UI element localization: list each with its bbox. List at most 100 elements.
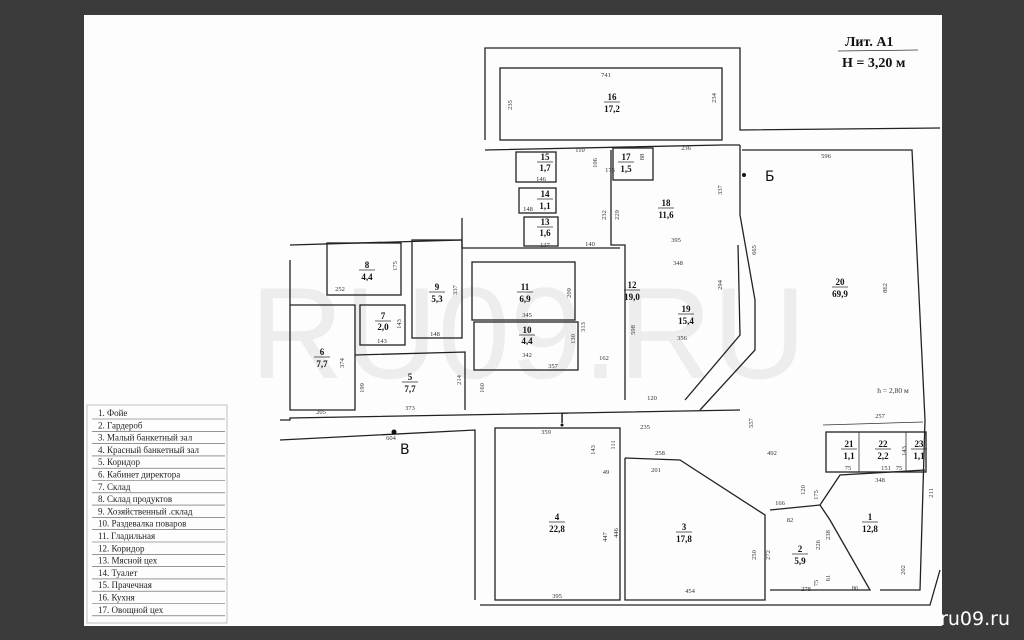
- dimension-label: 211: [928, 488, 935, 498]
- room-area: 2,2: [877, 451, 889, 461]
- dimension-label: 278: [801, 586, 811, 593]
- room-area: 1,6: [539, 228, 551, 238]
- room-number: 6: [320, 347, 325, 357]
- room-area: 4,4: [521, 336, 533, 346]
- room-15: 151,7: [537, 152, 553, 173]
- lit-label: Лит. А1: [845, 35, 893, 50]
- room-number: 17: [622, 152, 632, 162]
- dimension-label: 229: [614, 210, 621, 220]
- room-number: 21: [845, 439, 855, 449]
- room-number: 2: [798, 544, 803, 554]
- dimension-label: 148: [430, 331, 440, 338]
- dimension-label: 374: [339, 357, 346, 368]
- room-area: 17,2: [604, 104, 620, 114]
- room-10: 104,4: [519, 325, 535, 346]
- room-number: 9: [435, 282, 440, 292]
- room-21: 211,1: [841, 439, 857, 461]
- dimension-label: 75: [896, 465, 903, 472]
- dimension-label: 557: [748, 417, 755, 428]
- dimension-label: 82: [787, 517, 794, 524]
- dimension-label: 130: [570, 334, 577, 344]
- dimension-label: 234: [711, 92, 718, 103]
- dimension-label: 294: [717, 279, 724, 290]
- dimension-label: 175: [392, 261, 399, 271]
- room-area: 5,3: [431, 294, 443, 304]
- dimension-label: 359: [541, 429, 551, 436]
- room-number: 8: [365, 260, 370, 270]
- dimension-label: 111: [610, 440, 617, 449]
- dimension-label: 175: [813, 490, 820, 500]
- dimension-label: 75: [813, 580, 820, 587]
- dimension-label: 143: [901, 446, 908, 456]
- room-area: 4,4: [361, 272, 373, 282]
- room-number: 23: [915, 439, 925, 449]
- legend-item: 10. Раздевалка поваров: [98, 519, 186, 529]
- room-area: 7,7: [404, 384, 416, 394]
- room-2: 25,9: [792, 544, 808, 566]
- dimension-label: 162: [599, 355, 609, 362]
- dimension-label: 356: [677, 335, 688, 342]
- dimension-label: 862: [882, 283, 889, 293]
- room-23: 231,1: [911, 439, 927, 461]
- dimension-label: 395: [671, 237, 681, 244]
- legend-item: 16. Кухня: [98, 593, 135, 603]
- dimension-label: 236: [681, 145, 692, 152]
- room-number: 1: [868, 512, 873, 522]
- room-number: 7: [381, 311, 386, 321]
- room-5: 57,7: [402, 372, 418, 394]
- room-area: 22,8: [549, 524, 565, 534]
- room-area: 7,7: [316, 359, 328, 369]
- dimension-label: 235: [640, 424, 650, 431]
- dimension-label: 226: [815, 539, 822, 550]
- room-number: 4: [555, 512, 560, 522]
- height-label: Н = 3,20 м: [842, 56, 906, 71]
- dimension-label: 348: [875, 477, 885, 484]
- legend-item: 17. Овощной цех: [98, 605, 164, 615]
- legend-item: 5. Коридор: [98, 457, 140, 467]
- dimension-label: 106: [592, 157, 599, 168]
- section-mark-b: Б: [765, 169, 775, 185]
- room-7: 72,0: [375, 311, 391, 332]
- dimension-label: 446: [613, 527, 620, 538]
- room-16-outline: [499, 67, 723, 141]
- watermark: RU09.RU: [250, 260, 806, 406]
- dimension-label: 258: [655, 450, 665, 457]
- room-number: 5: [408, 372, 413, 382]
- room-13: 131,6: [537, 217, 553, 238]
- dimension-label: 75: [845, 465, 852, 472]
- dimension-label: 143: [590, 445, 597, 455]
- room-number: 22: [879, 439, 889, 449]
- dimension-label: 492: [767, 450, 777, 457]
- room-11: 116,9: [517, 282, 533, 304]
- room-17: 171,5: [618, 152, 634, 174]
- room-number: 14: [541, 189, 551, 199]
- room-9: 95,3: [429, 282, 445, 304]
- dimension-label: 313: [580, 322, 587, 332]
- dimension-label: 205: [316, 409, 326, 416]
- dimension-label: 348: [673, 260, 683, 267]
- dimension-label: 337: [452, 284, 459, 295]
- room-labels: 112,825,9317,8422,857,767,772,084,495,31…: [314, 92, 927, 566]
- dimension-label: 146: [536, 176, 547, 183]
- dimension-label: 395: [552, 593, 562, 600]
- legend-item: 13. Мясной цех: [98, 556, 158, 566]
- room-number: 19: [682, 304, 692, 314]
- room-number: 16: [608, 92, 618, 102]
- room-area: 12,8: [862, 524, 878, 534]
- dimension-label: 232: [601, 210, 608, 220]
- room-number: 3: [682, 522, 687, 532]
- dimension-label: 250: [751, 550, 758, 560]
- room-number: 15: [541, 152, 551, 162]
- dimension-label: 209: [566, 288, 573, 298]
- dimension-label: 175: [605, 167, 615, 174]
- room-number: 10: [523, 325, 533, 335]
- dimension-label: 201: [651, 467, 661, 474]
- dimension-label: 199: [359, 383, 366, 393]
- room-area: 11,6: [658, 210, 674, 220]
- room-area: 1,1: [539, 201, 551, 211]
- dimension-label: 61: [825, 575, 832, 582]
- legend-item: 8. Склад продуктов: [98, 494, 172, 504]
- room-area: 2,0: [377, 322, 389, 332]
